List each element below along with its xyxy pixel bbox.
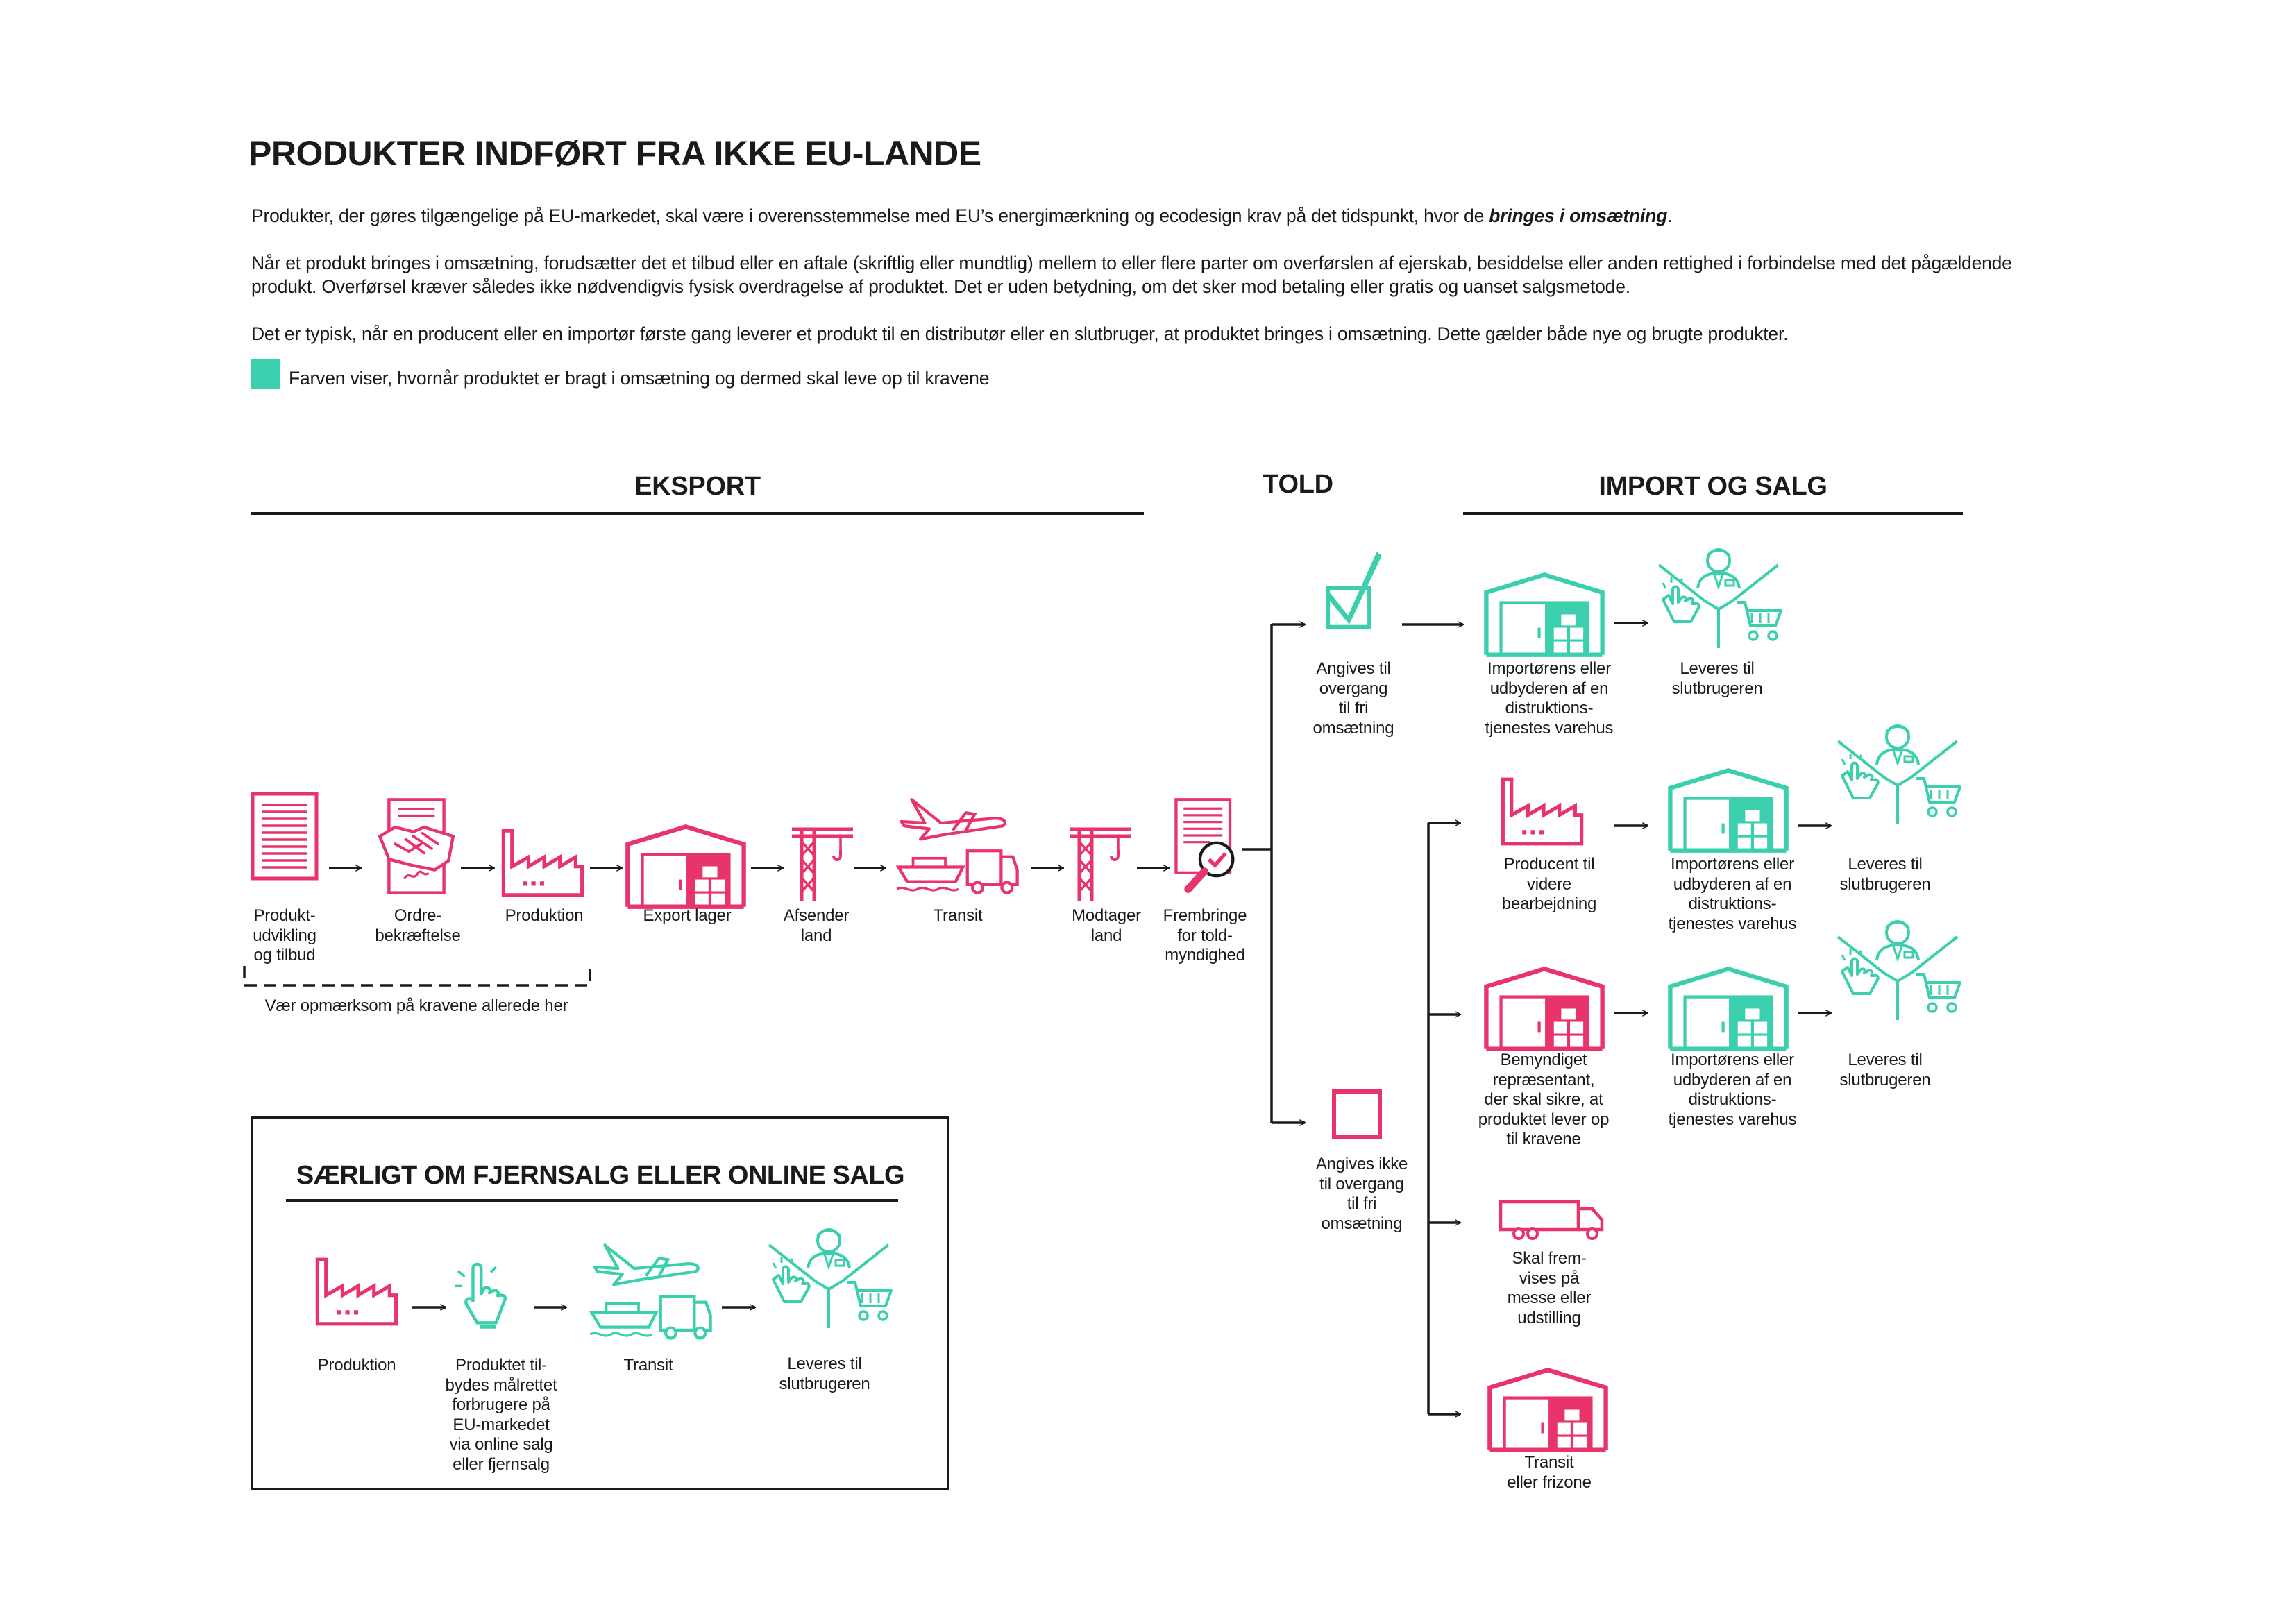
attention-note: Vær opmærksom på kravene allerede her — [264, 996, 568, 1015]
remote-sales-icons — [317, 1228, 893, 1338]
legend-swatch — [251, 359, 280, 389]
crane-icon — [792, 829, 853, 901]
step-label-production: Produktion — [505, 906, 584, 925]
remote-sales-box — [251, 1116, 949, 1490]
approved-check-icon — [1326, 552, 1382, 627]
not-approved-box-icon — [1332, 1089, 1382, 1139]
section-export-title: EKSPORT — [634, 472, 761, 501]
section-customs-title: TOLD — [1263, 470, 1333, 499]
intro-paragraph-2: Når et produkt bringes i omsætning, foru… — [251, 253, 2012, 297]
customs-no-label: Angives ikke til overgang til fri omsætn… — [1315, 1155, 1408, 1233]
remote-step-label-enduser: Leveres til slutbrugeren — [779, 1354, 870, 1393]
producer-end-user-icon — [1837, 724, 1961, 826]
remote-sales-rule — [286, 1199, 898, 1202]
producer-label: Producent til videre bearbejdning — [1501, 855, 1597, 913]
customs-document-icon — [1176, 799, 1233, 889]
enduser-label: Leveres til slutbrugeren — [1671, 659, 1763, 698]
export-icons — [253, 794, 1233, 907]
representative-enduser-label: Leveres til slutbrugeren — [1839, 1051, 1931, 1089]
producer-warehouse-label: Importørens eller udbyderen af en distru… — [1668, 855, 1797, 933]
page-title: PRODUKTER INDFØRT FRA IKKE EU-LANDE — [248, 134, 981, 173]
representative-importer-warehouse-icon — [1670, 969, 1786, 1048]
step-label-export-warehouse: Export lager — [643, 906, 732, 925]
handshake-icon — [380, 799, 453, 892]
step-label-sender-country: Afsender land — [783, 906, 850, 945]
intro-p1-end: . — [1667, 205, 1673, 226]
crane-icon — [1070, 829, 1131, 901]
intro-p1-emphasis: bringes i omsætning — [1489, 205, 1668, 226]
customs-yes-label: Angives til overgang til fri omsætning — [1312, 659, 1394, 738]
fair-truck-icon — [1501, 1202, 1602, 1239]
remote-sales-title: SÆRLIGT OM FJERNSALG ELLER ONLINE SALG — [296, 1161, 905, 1190]
importer-warehouse-label: Importørens eller udbyderen af en distru… — [1485, 659, 1614, 738]
representative-warehouse-label: Importørens eller udbyderen af en distru… — [1668, 1051, 1797, 1129]
attention-bracket — [243, 966, 591, 987]
section-import-title: IMPORT OG SALG — [1598, 472, 1827, 501]
representative-label: Bemyndiget repræsentant, der skal sikre,… — [1478, 1051, 1610, 1148]
intro-paragraph-1: Produkter, der gøres tilgængelige på EU-… — [251, 204, 2028, 228]
remote-step-label-production: Produktion — [317, 1356, 396, 1375]
intro-paragraph-3: Det er typisk, når en producent eller en… — [251, 323, 1789, 344]
factory-icon — [503, 831, 582, 895]
representative-warehouse-icon — [1486, 969, 1602, 1048]
remote-step-label-online-offer: Produktet til- bydes målrettet forbruger… — [445, 1356, 557, 1474]
section-export-rule — [251, 512, 1144, 515]
step-label-receiver-country: Modtager land — [1072, 906, 1141, 945]
document-icon — [253, 794, 316, 878]
customs-branch-lines — [1242, 624, 1305, 1123]
producer-factory-icon — [1503, 779, 1581, 844]
step-label-product-development: Produkt- udvikling og tilbud — [253, 906, 316, 965]
producer-importer-warehouse-icon — [1670, 770, 1786, 850]
remote-step-label-transit: Transit — [623, 1356, 673, 1375]
importer-warehouse-icon — [1486, 575, 1602, 654]
legend-text: Farven viser, hvornår produktet er bragt… — [289, 368, 990, 389]
free-zone-label: Transit eller frizone — [1507, 1453, 1592, 1492]
not-free-branch-lines — [1427, 823, 1460, 1414]
fair-label: Skal frem- vises på messe eller udstilli… — [1507, 1249, 1592, 1327]
producer-enduser-label: Leveres til slutbrugeren — [1839, 855, 1931, 894]
end-user-icon — [1657, 548, 1782, 649]
transit-icon — [897, 799, 1017, 892]
section-import-rule — [1463, 512, 1963, 515]
intro-p1-text: Produkter, der gøres tilgængelige på EU-… — [251, 205, 1489, 226]
representative-end-user-icon — [1837, 920, 1961, 1021]
step-label-customs-presentation: Frembringe for told- myndighed — [1163, 906, 1247, 965]
step-label-order-confirmation: Ordre- bekræftelse — [375, 906, 461, 945]
warehouse-icon — [627, 826, 743, 906]
free-zone-warehouse-icon — [1489, 1370, 1605, 1450]
step-label-transit: Transit — [933, 906, 983, 925]
